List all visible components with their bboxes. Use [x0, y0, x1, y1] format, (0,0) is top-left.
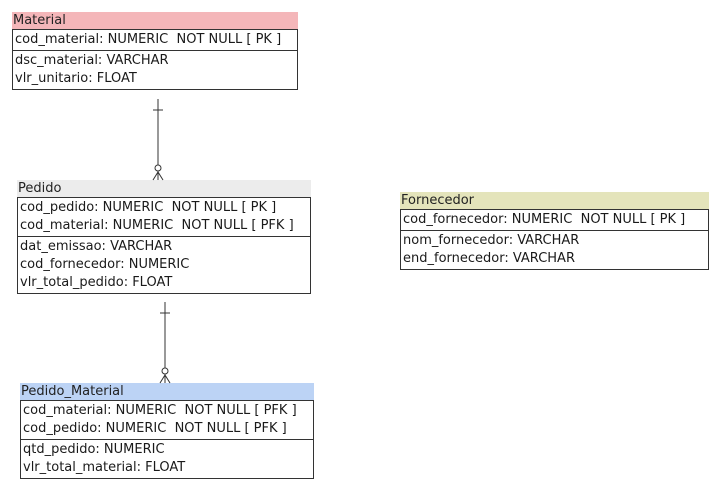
- entity-body: cod_pedido: NUMERIC NOT NULL [ PK ] cod_…: [17, 197, 311, 294]
- entity-header: Material: [12, 12, 298, 29]
- entity-body: cod_material: NUMERIC NOT NULL [ PK ] ds…: [12, 29, 298, 90]
- relationship-pedido-pedido-material[interactable]: [159, 302, 171, 384]
- key-attribute: cod_pedido: NUMERIC NOT NULL [ PK ]: [20, 200, 277, 215]
- attribute: vlr_total_material: FLOAT: [23, 460, 186, 475]
- crows-foot-left: [152, 171, 159, 181]
- key-attribute: cod_material: NUMERIC NOT NULL [ PFK ]: [23, 403, 297, 418]
- key-attribute: cod_material: NUMERIC NOT NULL [ PFK ]: [20, 218, 294, 233]
- entity-material[interactable]: Material cod_material: NUMERIC NOT NULL …: [12, 12, 298, 90]
- entity-body: cod_fornecedor: NUMERIC NOT NULL [ PK ] …: [400, 209, 709, 270]
- attribute: qtd_pedido: NUMERIC: [23, 442, 165, 457]
- entity-fornecedor[interactable]: Fornecedor cod_fornecedor: NUMERIC NOT N…: [400, 192, 709, 270]
- attribute: vlr_total_pedido: FLOAT: [20, 275, 173, 290]
- cardinality-zero-circle: [161, 367, 169, 375]
- entity-pedido-material[interactable]: Pedido_Material cod_material: NUMERIC NO…: [20, 383, 314, 479]
- attributes: qtd_pedido: NUMERIC vlr_total_material: …: [21, 440, 313, 478]
- key-attribute: cod_pedido: NUMERIC NOT NULL [ PFK ]: [23, 421, 287, 436]
- attributes: nom_fornecedor: VARCHAR end_fornecedor: …: [401, 231, 708, 269]
- attribute: cod_fornecedor: NUMERIC: [20, 257, 190, 272]
- key-attributes: cod_pedido: NUMERIC NOT NULL [ PK ] cod_…: [18, 198, 310, 237]
- key-attribute: cod_fornecedor: NUMERIC NOT NULL [ PK ]: [403, 212, 686, 227]
- attribute: vlr_unitario: FLOAT: [15, 71, 137, 86]
- key-attributes: cod_material: NUMERIC NOT NULL [ PK ]: [13, 30, 297, 51]
- attribute: nom_fornecedor: VARCHAR: [403, 233, 580, 248]
- entity-pedido[interactable]: Pedido cod_pedido: NUMERIC NOT NULL [ PK…: [17, 180, 311, 294]
- attribute: dat_emissao: VARCHAR: [20, 239, 173, 254]
- cardinality-zero-circle: [154, 164, 162, 172]
- entity-header: Pedido: [17, 180, 311, 197]
- crows-foot-right: [164, 374, 171, 384]
- key-attribute: cod_material: NUMERIC NOT NULL [ PK ]: [15, 32, 282, 47]
- entity-header: Fornecedor: [400, 192, 709, 209]
- attributes: dat_emissao: VARCHAR cod_fornecedor: NUM…: [18, 237, 310, 293]
- attribute: dsc_material: VARCHAR: [15, 53, 169, 68]
- key-attributes: cod_material: NUMERIC NOT NULL [ PFK ] c…: [21, 401, 313, 440]
- relationship-material-pedido[interactable]: [152, 99, 164, 181]
- crows-foot-right: [157, 171, 164, 181]
- attribute: end_fornecedor: VARCHAR: [403, 251, 575, 266]
- entity-body: cod_material: NUMERIC NOT NULL [ PFK ] c…: [20, 400, 314, 479]
- attributes: dsc_material: VARCHAR vlr_unitario: FLOA…: [13, 51, 297, 89]
- key-attributes: cod_fornecedor: NUMERIC NOT NULL [ PK ]: [401, 210, 708, 231]
- crows-foot-left: [159, 374, 166, 384]
- entity-header: Pedido_Material: [20, 383, 314, 400]
